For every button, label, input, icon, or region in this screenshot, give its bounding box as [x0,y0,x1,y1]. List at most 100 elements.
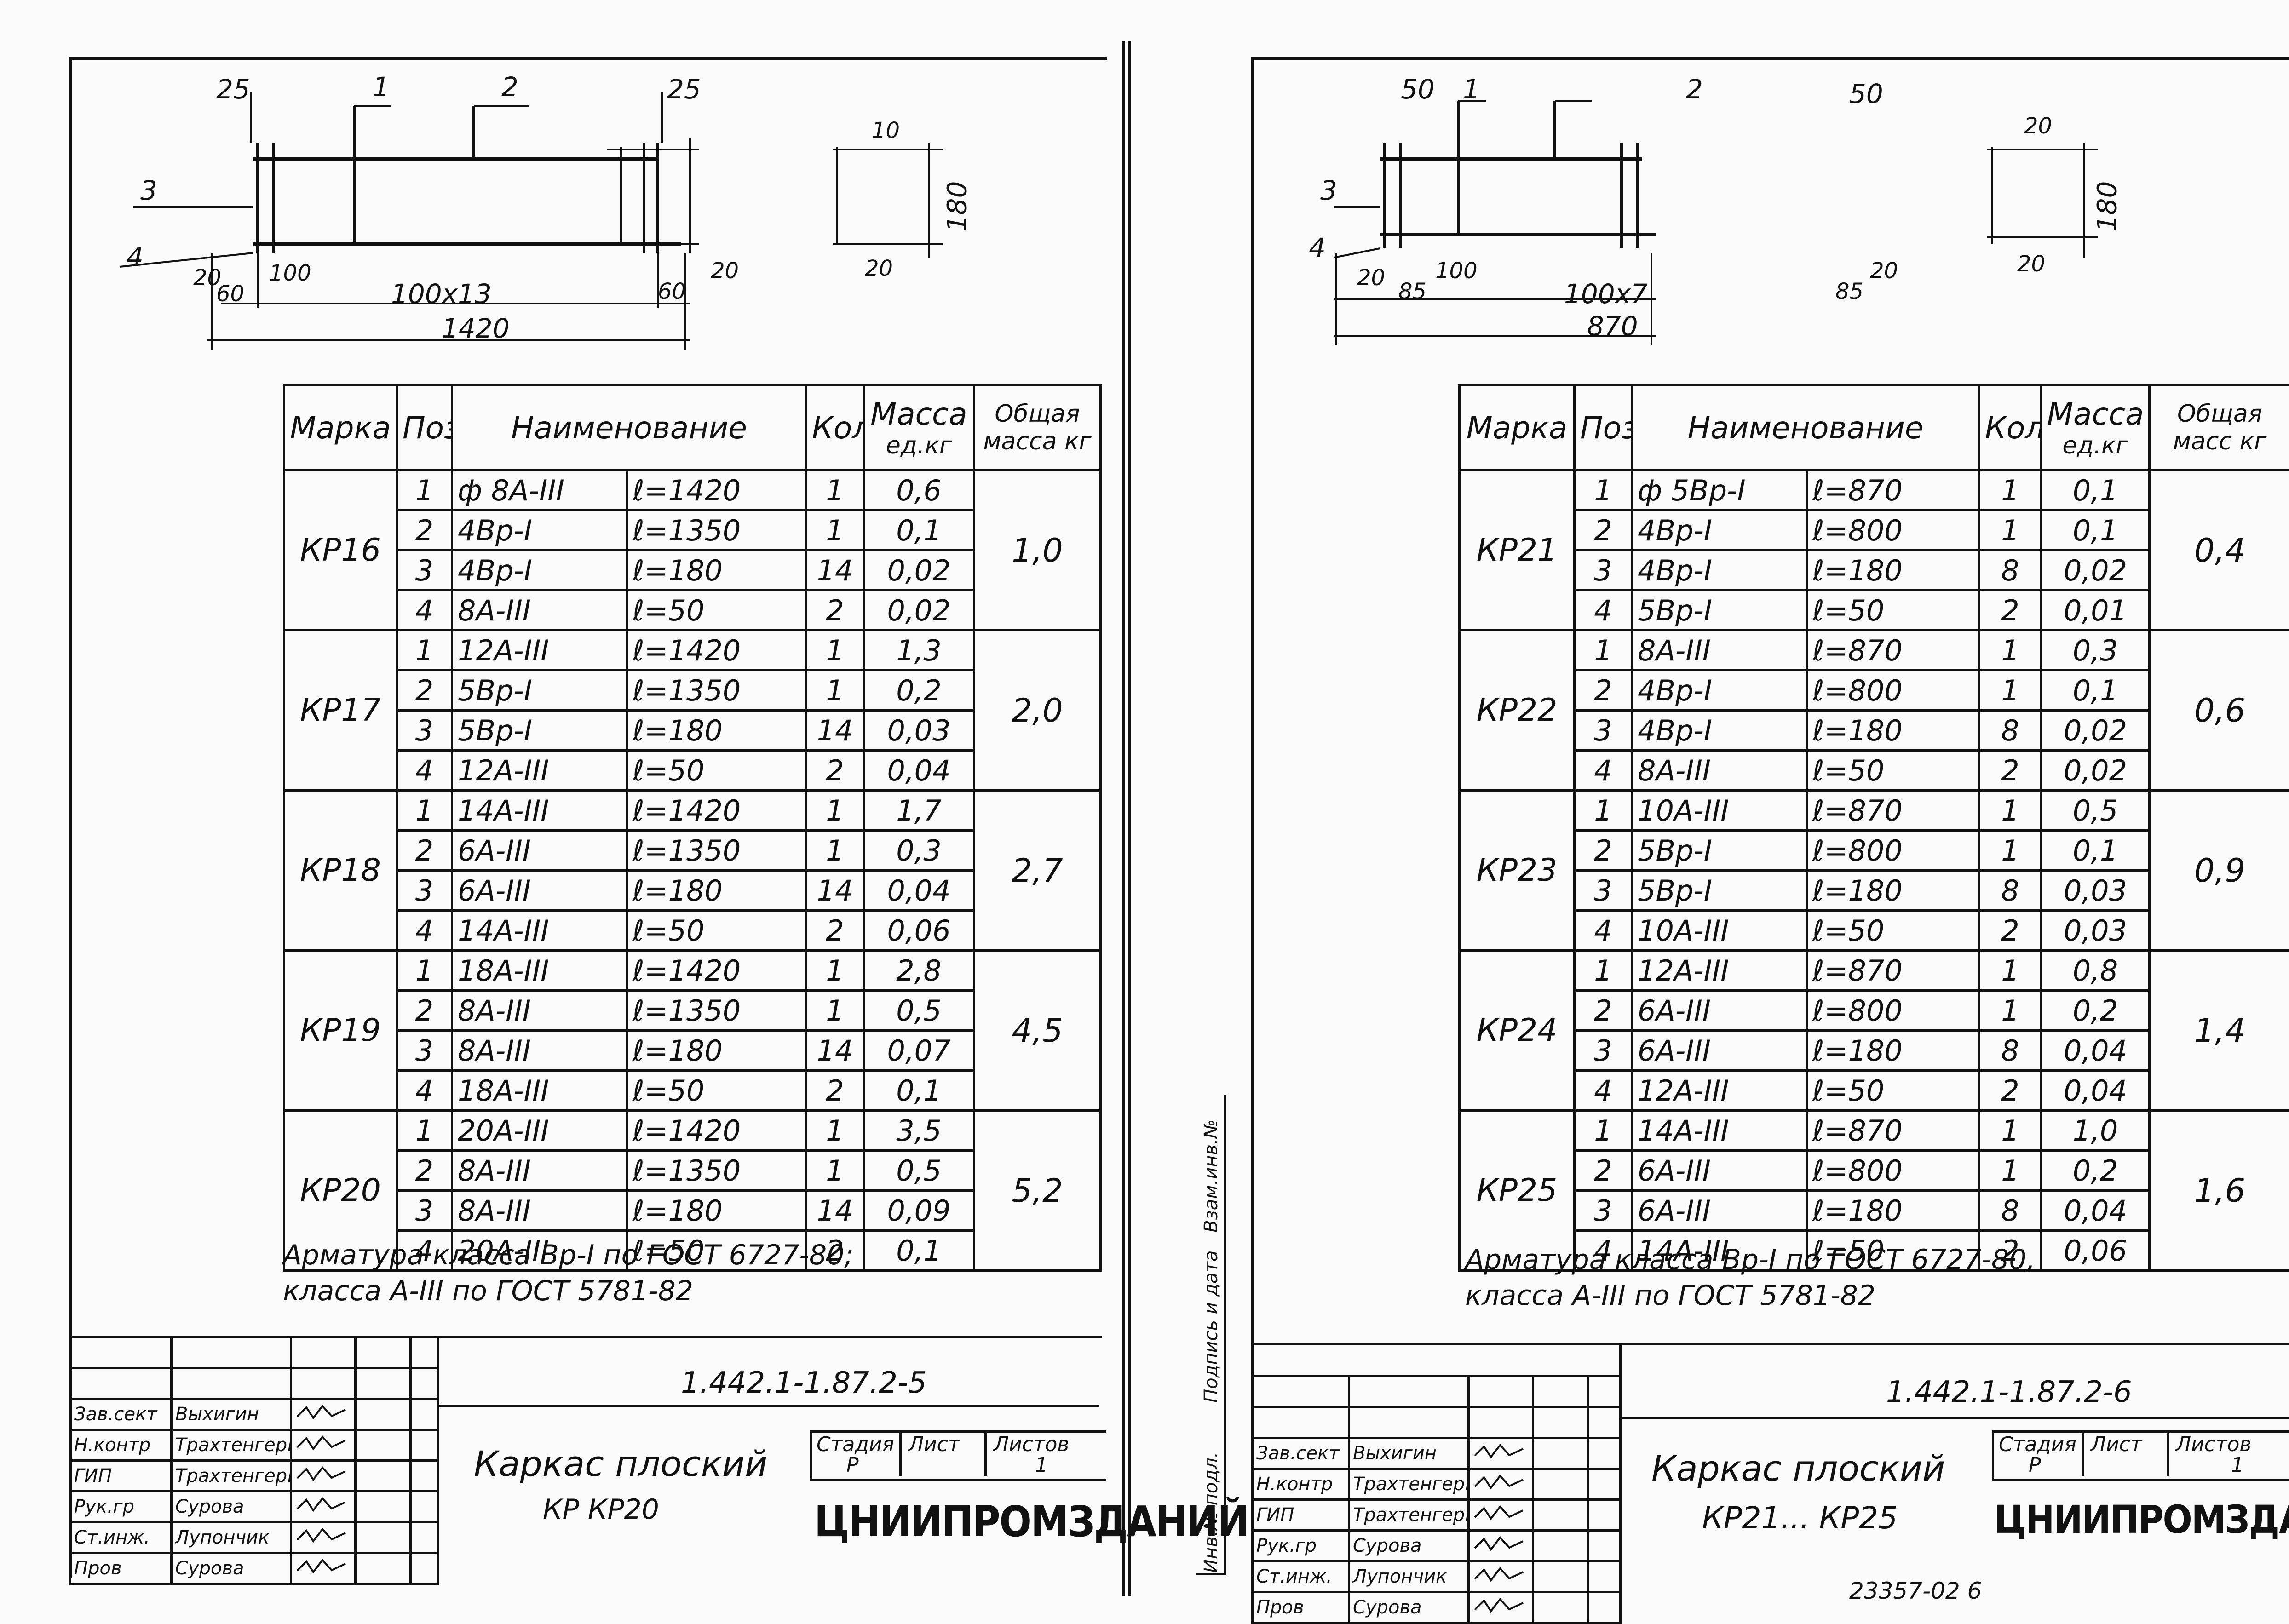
col-mass: Масса ед.кг [2042,385,2150,471]
stamp-cell [1533,1407,1588,1438]
qty-cell: 1 [1979,951,2042,991]
unit-mass-cell: 0,07 [864,1031,974,1071]
qty-cell: 1 [806,1151,864,1191]
pos-cell: 2 [1575,831,1632,871]
col-name: Наименование [1632,385,1979,471]
qty-cell: 2 [806,911,864,951]
bar-name-cell: 5Вр-I [1632,871,1807,911]
bar-length-cell: ℓ=1420 [627,951,806,991]
pos-cell: 4 [397,911,452,951]
bar-length-cell: ℓ=870 [1807,951,1979,991]
unit-mass-cell: 0,2 [2042,991,2150,1031]
col-total-unit: масс кг [2155,428,2284,455]
stamp-person: Сурова [1349,1592,1469,1623]
pos-cell: 1 [397,791,452,831]
pos-cell: 3 [397,871,452,911]
qty-cell: 1 [1979,1111,2042,1151]
bar-length-cell: ℓ=870 [1807,471,1979,511]
unit-mass-cell: 0,09 [864,1191,974,1231]
signature [291,1553,356,1584]
stamp-role: Пров [70,1553,172,1584]
unit-mass-cell: 0,5 [864,1151,974,1191]
left-sheets-label: Листов [994,1433,1069,1456]
signature [1469,1469,1533,1500]
pos-cell: 2 [397,991,452,1031]
stamp-person: Выхигин [172,1399,291,1430]
bar-name-cell: 10А-III [1632,791,1807,831]
bar-length-cell: ℓ=180 [627,551,806,591]
col-total: Общая масса кг [974,385,1101,471]
stamp-date [1533,1469,1588,1500]
pos-cell: 3 [1575,1191,1632,1231]
col-mass-unit: ед.кг [2047,432,2144,459]
bar-name-cell: 18А-III [452,1071,627,1111]
stamp-person: Сурова [172,1492,291,1522]
qty-cell: 1 [806,831,864,871]
stamp-date [356,1430,411,1461]
dim-bottom-7: 870 [1587,313,1638,339]
bar-length-cell: ℓ=1420 [627,631,806,671]
col-name: Наименование [452,385,806,471]
stamp-cell [1253,1407,1349,1438]
qty-cell: 1 [1979,671,2042,711]
qty-cell: 1 [1979,831,2042,871]
qty-cell: 14 [806,711,864,751]
dim-bottom-3: 60 [216,283,244,305]
dim-top-3: 2 [1686,76,1703,103]
left-title-divider [437,1405,1099,1407]
unit-mass-cell: 0,1 [2042,831,2150,871]
pos-cell: 4 [1575,751,1632,791]
unit-mass-cell: 1,3 [864,631,974,671]
bar-length-cell: ℓ=1420 [627,471,806,511]
right-stage-value: Р [2029,1453,2041,1477]
total-mass-cell: 1,4 [2150,951,2289,1111]
total-mass-cell: 0,4 [2150,471,2289,631]
stamp-person: Трахтенгерц [172,1430,291,1461]
stamp-cell [70,1368,172,1399]
footer-number: 23357-02 6 [1849,1578,1982,1604]
unit-mass-cell: 0,1 [864,511,974,551]
right-spec-table: Марка Поз. Наименование Кол. Масса ед.кг… [1458,384,2289,1272]
bar-name-cell: 18А-III [452,951,627,991]
pos-cell: 3 [397,1031,452,1071]
mark-cell: КР22 [1460,631,1575,791]
bar-length-cell: ℓ=50 [1807,911,1979,951]
unit-mass-cell: 0,1 [864,1071,974,1111]
unit-mass-cell: 0,5 [2042,791,2150,831]
stamp-cell [356,1368,411,1399]
bar-length-cell: ℓ=180 [1807,551,1979,591]
col-kol: Кол. [806,385,864,471]
left-stage-label: Стадия [817,1433,894,1456]
pos-cell: 4 [1575,1071,1632,1111]
qty-cell: 8 [1979,551,2042,591]
pos-cell: 2 [397,671,452,711]
qty-cell: 1 [806,951,864,991]
stamp-cell [1588,1377,1621,1407]
stamp-blank [1588,1531,1621,1561]
unit-mass-cell: 3,5 [864,1111,974,1151]
unit-mass-cell: 0,1 [2042,471,2150,511]
dim-bottom-5: 85 [1835,281,1863,303]
bar-name-cell: 6А-III [452,871,627,911]
stamp-row: Ст.инж.Лупончик [70,1522,438,1553]
bar-name-cell: 8А-III [452,1031,627,1071]
bar-name-cell: 4Вр-I [1632,511,1807,551]
bar-length-cell: ℓ=870 [1807,1111,1979,1151]
unit-mass-cell: 0,1 [2042,511,2150,551]
section-dim-1: 20 [2024,115,2052,137]
bar-length-cell: ℓ=1350 [627,831,806,871]
bar-name-cell: 5Вр-I [1632,591,1807,631]
signature [291,1492,356,1522]
left-title-1: Каркас плоский [474,1440,767,1488]
pos-cell: 1 [397,951,452,991]
stamp-blank [411,1553,438,1584]
stamp-cell [172,1337,291,1368]
